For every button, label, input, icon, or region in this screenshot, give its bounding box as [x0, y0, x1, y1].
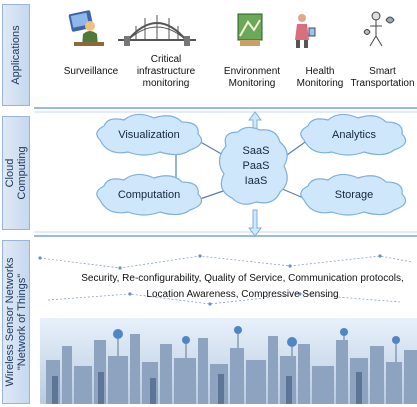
app-label-surveillance: Surveillance [63, 66, 119, 77]
surveillance-icon [68, 10, 104, 46]
computation-label: Computation [117, 189, 181, 201]
applications-layer-tab: Applications [2, 4, 30, 106]
app-label-environment: Environment Monitoring [223, 66, 281, 89]
city-skyline-image [40, 318, 417, 404]
iaas-label: IaaS [244, 175, 268, 187]
cloud-layer-tab: Cloud Computing [2, 116, 30, 230]
sensor-nodes [38, 254, 382, 306]
arrow-down-to-wsn [248, 209, 262, 237]
transportation-icon [363, 11, 395, 47]
app-label-critical-infrastructure: Critical infrastructure monitoring [136, 54, 196, 89]
app-label-transportation: Smart Transportation [350, 66, 415, 89]
cloud-computation [96, 173, 203, 216]
health-icon [295, 14, 316, 48]
bridge-icon [118, 15, 196, 46]
service-models: SaaS PaaS IaaS [232, 144, 280, 189]
environment-icon [237, 13, 263, 46]
visualization-label: Visualization [118, 129, 180, 141]
wsn-features-line1: Security, Re-configurability, Quality of… [81, 273, 404, 284]
paas-label: PaaS [242, 160, 270, 172]
wsn-layer-tab: Wireless Sensor Networks "Network of Thi… [2, 240, 30, 404]
cloud-visualization [96, 113, 203, 156]
sensor-network-links [39, 255, 413, 305]
analytics-label: Analytics [331, 129, 377, 141]
app-label-health: Health Monitoring [296, 66, 344, 89]
cloud-analytics [300, 113, 407, 156]
saas-label: SaaS [242, 145, 270, 157]
cloud-center [218, 126, 288, 205]
cloud-storage [300, 173, 407, 216]
wsn-features-line2: Location Awareness, Compressive Sensing [146, 289, 339, 300]
storage-label: Storage [334, 189, 374, 201]
